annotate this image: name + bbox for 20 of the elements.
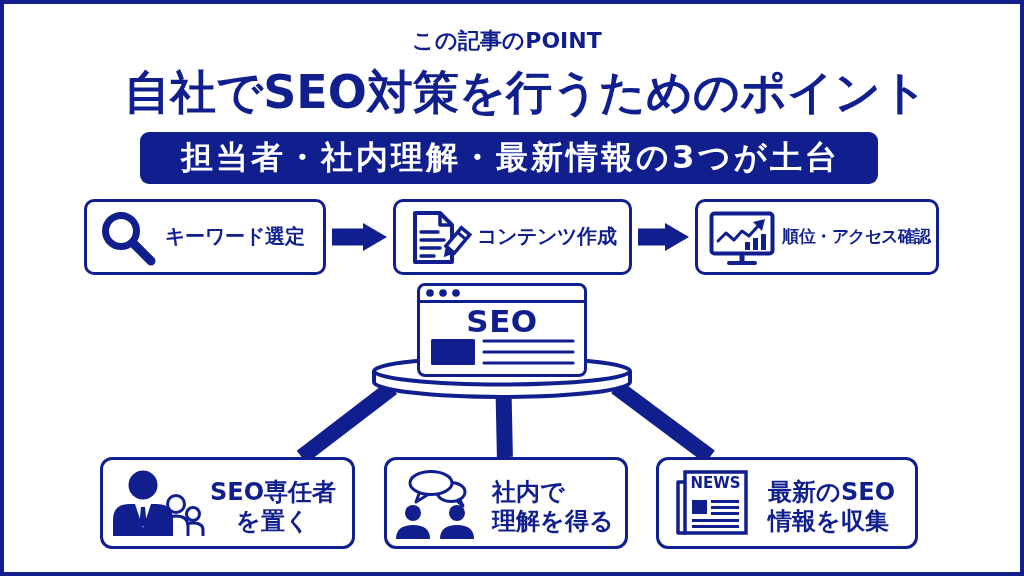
point-box <box>384 457 628 549</box>
kicker-heading: この記事のPOINT <box>412 28 602 54</box>
arrow <box>638 223 689 251</box>
step-box <box>695 199 939 275</box>
newspaper-masthead: NEWS <box>690 474 741 492</box>
point-box <box>100 457 355 549</box>
title: 自社でSEO対策を行うためのポイント <box>124 65 928 119</box>
step-label: コンテンツ作成 <box>477 224 617 250</box>
browser-heading: SEO <box>466 304 538 338</box>
browser-window <box>417 283 587 377</box>
step-box <box>393 199 632 275</box>
point-label: SEO専任者を置く <box>208 477 338 536</box>
point-label: 社内で理解を得る <box>492 477 615 536</box>
arrow <box>332 223 387 251</box>
point-label: 最新のSEO情報を収集 <box>768 477 897 536</box>
step-label: キーワード選定 <box>165 224 305 250</box>
subtitle-band: 担当者・社内理解・最新情報の3つが土台 <box>140 132 878 184</box>
step-box <box>84 199 326 275</box>
point-box <box>656 457 918 549</box>
step-label: 順位・アクセス確認 <box>782 226 931 248</box>
